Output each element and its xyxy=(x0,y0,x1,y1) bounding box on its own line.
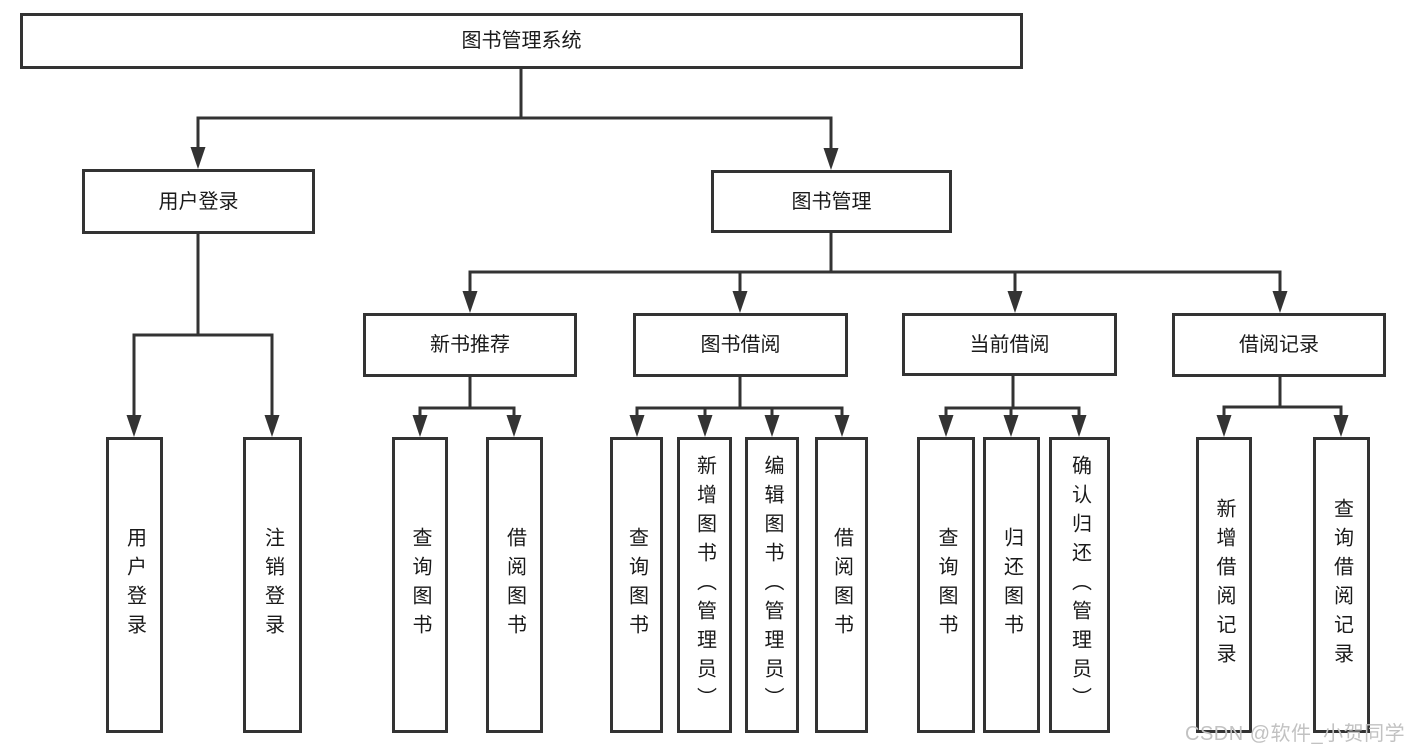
node-new-book-recommendation: 新书推荐 xyxy=(363,313,577,377)
leaf-return-books: 归还图书 xyxy=(983,437,1040,733)
leaf-confirm-return-admin: 确认归还（管理员） xyxy=(1049,437,1110,733)
node-label: 图书借阅 xyxy=(700,334,781,356)
leaf-add-books-admin: 新增图书（管理员） xyxy=(677,437,732,733)
node-label: 图书管理 xyxy=(791,190,872,213)
leaf-label: 查询图书 xyxy=(409,527,431,643)
node-label: 借阅记录 xyxy=(1239,334,1319,356)
leaf-label: 注销登录 xyxy=(261,527,284,643)
node-label: 新书推荐 xyxy=(430,334,510,356)
node-user-login: 用户登录 xyxy=(82,169,315,234)
leaf-label: 借阅图书 xyxy=(830,527,853,643)
leaf-label: 编辑图书（管理员） xyxy=(761,454,783,716)
node-label: 用户登录 xyxy=(158,190,239,213)
node-library-management-system: 图书管理系统 xyxy=(20,13,1023,69)
leaf-label: 新增借阅记录 xyxy=(1213,498,1235,672)
leaf-query-books-recommend: 查询图书 xyxy=(392,437,448,733)
node-borrowing-records: 借阅记录 xyxy=(1172,313,1386,377)
leaf-borrow-books-recommend: 借阅图书 xyxy=(486,437,543,733)
leaf-add-borrow-record: 新增借阅记录 xyxy=(1196,437,1252,733)
leaf-label: 查询图书 xyxy=(935,527,957,643)
node-label: 当前借阅 xyxy=(969,333,1050,356)
leaf-label: 借阅图书 xyxy=(503,527,526,643)
leaf-label: 查询借阅记录 xyxy=(1330,498,1353,672)
leaf-label: 用户登录 xyxy=(123,527,146,643)
leaf-label: 新增图书（管理员） xyxy=(693,454,716,716)
leaf-edit-books-admin: 编辑图书（管理员） xyxy=(745,437,799,733)
node-current-borrowing: 当前借阅 xyxy=(902,313,1117,376)
csdn-watermark: CSDN @软件_小贺同学 xyxy=(1185,723,1405,745)
leaf-label: 确认归还（管理员） xyxy=(1068,454,1091,716)
leaf-borrow-books: 借阅图书 xyxy=(815,437,868,733)
node-book-management: 图书管理 xyxy=(711,170,952,233)
leaf-query-borrow-record: 查询借阅记录 xyxy=(1313,437,1370,733)
leaf-query-books-current: 查询图书 xyxy=(917,437,975,733)
node-label: 图书管理系统 xyxy=(461,30,582,52)
node-book-borrowing: 图书借阅 xyxy=(633,313,848,377)
leaf-query-books-borrow: 查询图书 xyxy=(610,437,663,733)
leaf-label: 查询图书 xyxy=(625,527,648,643)
leaf-user-login: 用户登录 xyxy=(106,437,163,733)
leaf-logout-login: 注销登录 xyxy=(243,437,302,733)
leaf-label: 归还图书 xyxy=(1000,527,1023,643)
